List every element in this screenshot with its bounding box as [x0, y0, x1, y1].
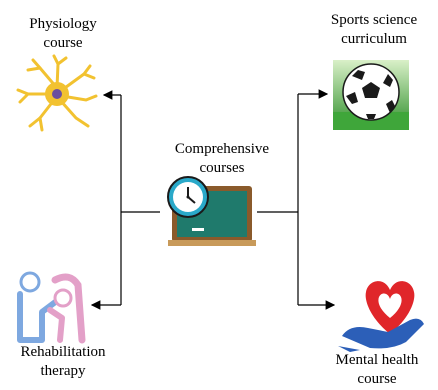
- sports-label-line1: Sports science: [330, 12, 418, 28]
- mental-label-line1: Mental health: [335, 352, 419, 368]
- center-label: Comprehensive courses: [152, 140, 292, 178]
- neuron-icon: [16, 54, 98, 132]
- soccer-ball-icon: [333, 60, 409, 130]
- clock-chalkboard-icon: [167, 176, 256, 246]
- heart-hand-icon: [338, 281, 424, 352]
- rehab-label-line1: Rehabilitation: [20, 344, 106, 360]
- sports-label-line2: curriculum: [341, 31, 407, 47]
- sports-label: Sports science curriculum: [315, 11, 433, 49]
- center-label-line1: Comprehensive: [174, 141, 270, 157]
- therapy-figures-icon: [17, 271, 86, 344]
- connectors: [90, 89, 336, 310]
- mental-label: Mental health course: [318, 351, 436, 389]
- mental-label-line2: course: [357, 371, 397, 387]
- physiology-label-line1: Physiology: [29, 16, 97, 32]
- physiology-label-line2: course: [43, 35, 83, 51]
- center-label-line2: courses: [199, 160, 245, 176]
- physiology-label: Physiology course: [5, 15, 121, 53]
- rehab-label-line2: therapy: [40, 363, 86, 379]
- rehab-label: Rehabilitation therapy: [0, 343, 126, 381]
